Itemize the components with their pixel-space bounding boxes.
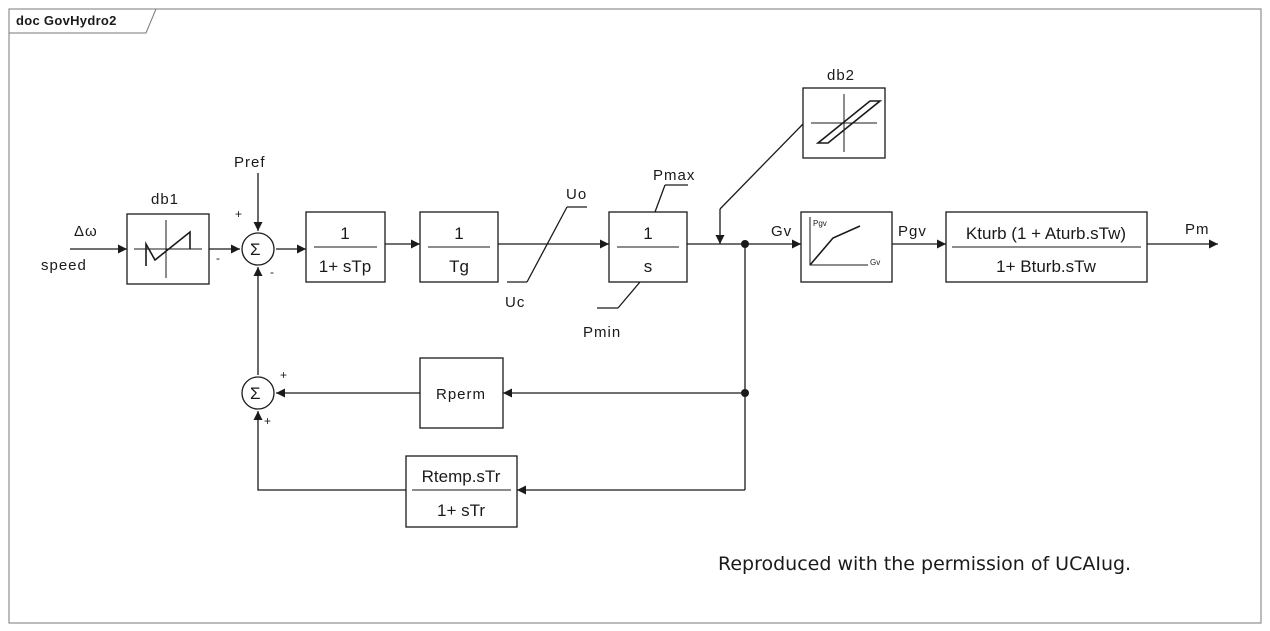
tp-numerator: 1 — [340, 224, 349, 243]
rtemp-block — [405, 455, 518, 528]
rperm-block — [419, 357, 504, 429]
rtemp-denominator: 1+ sTr — [437, 501, 485, 520]
pgv-label: Pgv — [898, 223, 927, 240]
delta-omega-label: Δω — [74, 223, 98, 240]
sum1-sign-left: - — [216, 251, 220, 265]
sum1-sign-top: + — [235, 207, 242, 221]
svg-text:Σ: Σ — [250, 384, 261, 403]
rtemp-numerator: Rtemp.sTr — [422, 467, 501, 486]
db1-label: db1 — [151, 191, 179, 208]
limit-pmin-diag — [617, 281, 641, 309]
limit-ramp — [526, 206, 568, 283]
pref-label: Pref — [234, 154, 266, 171]
frame-tab-label: doc GovHydro2 — [16, 13, 117, 28]
frame-tab — [9, 8, 157, 34]
integrator-block — [608, 211, 688, 283]
wire-rtemp-sum2 — [253, 411, 406, 491]
turbine-denominator: 1+ Bturb.sTw — [996, 257, 1096, 276]
tp-denominator: 1+ sTp — [319, 257, 371, 276]
db2-label: db2 — [827, 67, 855, 84]
uc-label: Uc — [505, 294, 525, 311]
uo-label: Uo — [566, 186, 587, 203]
wire-db2-diag — [719, 123, 804, 210]
integrator-numerator: 1 — [643, 224, 652, 243]
turbine-numerator: Kturb (1 + Aturb.sTw) — [966, 224, 1126, 243]
svg-text:Σ: Σ — [250, 240, 261, 259]
pgv-curve-block — [800, 211, 893, 283]
tg-block — [419, 211, 499, 283]
speed-label: speed — [41, 257, 87, 274]
pgv-curve-y-label: Pgv — [813, 219, 827, 228]
limit-pmax-diag — [654, 184, 666, 213]
junction-dot — [741, 240, 749, 248]
integrator-denominator: s — [644, 257, 653, 276]
rperm-label: Rperm — [436, 386, 486, 403]
gv-label: Gv — [771, 223, 792, 240]
frame-border — [8, 8, 1262, 624]
tg-numerator: 1 — [454, 224, 463, 243]
pgv-curve-x-label: Gv — [870, 258, 880, 267]
db2-block — [802, 87, 886, 159]
db1-block — [126, 213, 210, 285]
tg-denominator: Tg — [449, 257, 469, 276]
junction-dot — [741, 389, 749, 397]
sum2-sign-top: + — [280, 368, 287, 382]
pmax-label: Pmax — [653, 167, 695, 184]
pmin-label: Pmin — [583, 324, 621, 341]
sum1-junction: Σ — [241, 232, 275, 266]
turbine-block — [945, 211, 1148, 283]
sum2-junction: Σ — [241, 376, 275, 410]
permission-credit: Reproduced with the permission of UCAIug… — [718, 553, 1131, 575]
tp-block — [305, 211, 386, 283]
sum1-sign-bottom: - — [270, 265, 274, 279]
pm-label: Pm — [1185, 221, 1210, 238]
sum2-sign-bottom: + — [264, 414, 271, 428]
